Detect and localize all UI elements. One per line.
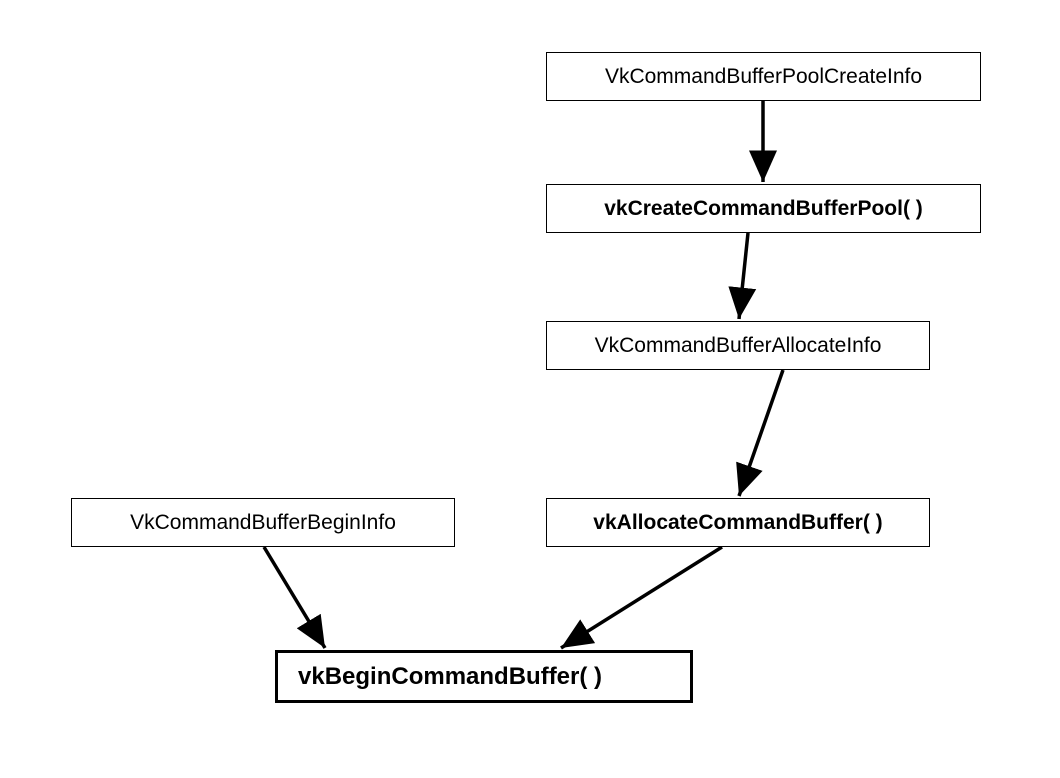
arrow-create-pool-to-alloc-info [728, 232, 757, 320]
arrow-alloc-buffer-to-begin-buffer [560, 545, 723, 650]
node-allocate-info-label: VkCommandBufferAllocateInfo [594, 333, 882, 357]
node-begin-info-label: VkCommandBufferBeginInfo [130, 510, 396, 534]
node-create-pool-label: vkCreateCommandBufferPool( ) [604, 196, 923, 220]
node-begin-buffer: vkBeginCommandBuffer( ) [275, 650, 693, 703]
arrow-begin-info-to-begin-buffer [262, 546, 327, 649]
node-begin-info: VkCommandBufferBeginInfo [71, 498, 455, 547]
arrow-alloc-info-to-alloc-buffer [736, 369, 785, 497]
node-pool-create-info-label: VkCommandBufferPoolCreateInfo [604, 64, 923, 88]
node-allocate-buffer-label: vkAllocateCommandBuffer( ) [593, 510, 883, 534]
node-create-pool: vkCreateCommandBufferPool( ) [546, 184, 981, 233]
node-allocate-buffer: vkAllocateCommandBuffer( ) [546, 498, 930, 547]
node-allocate-info: VkCommandBufferAllocateInfo [546, 321, 930, 370]
node-begin-buffer-label: vkBeginCommandBuffer( ) [298, 662, 603, 690]
node-pool-create-info: VkCommandBufferPoolCreateInfo [546, 52, 981, 101]
